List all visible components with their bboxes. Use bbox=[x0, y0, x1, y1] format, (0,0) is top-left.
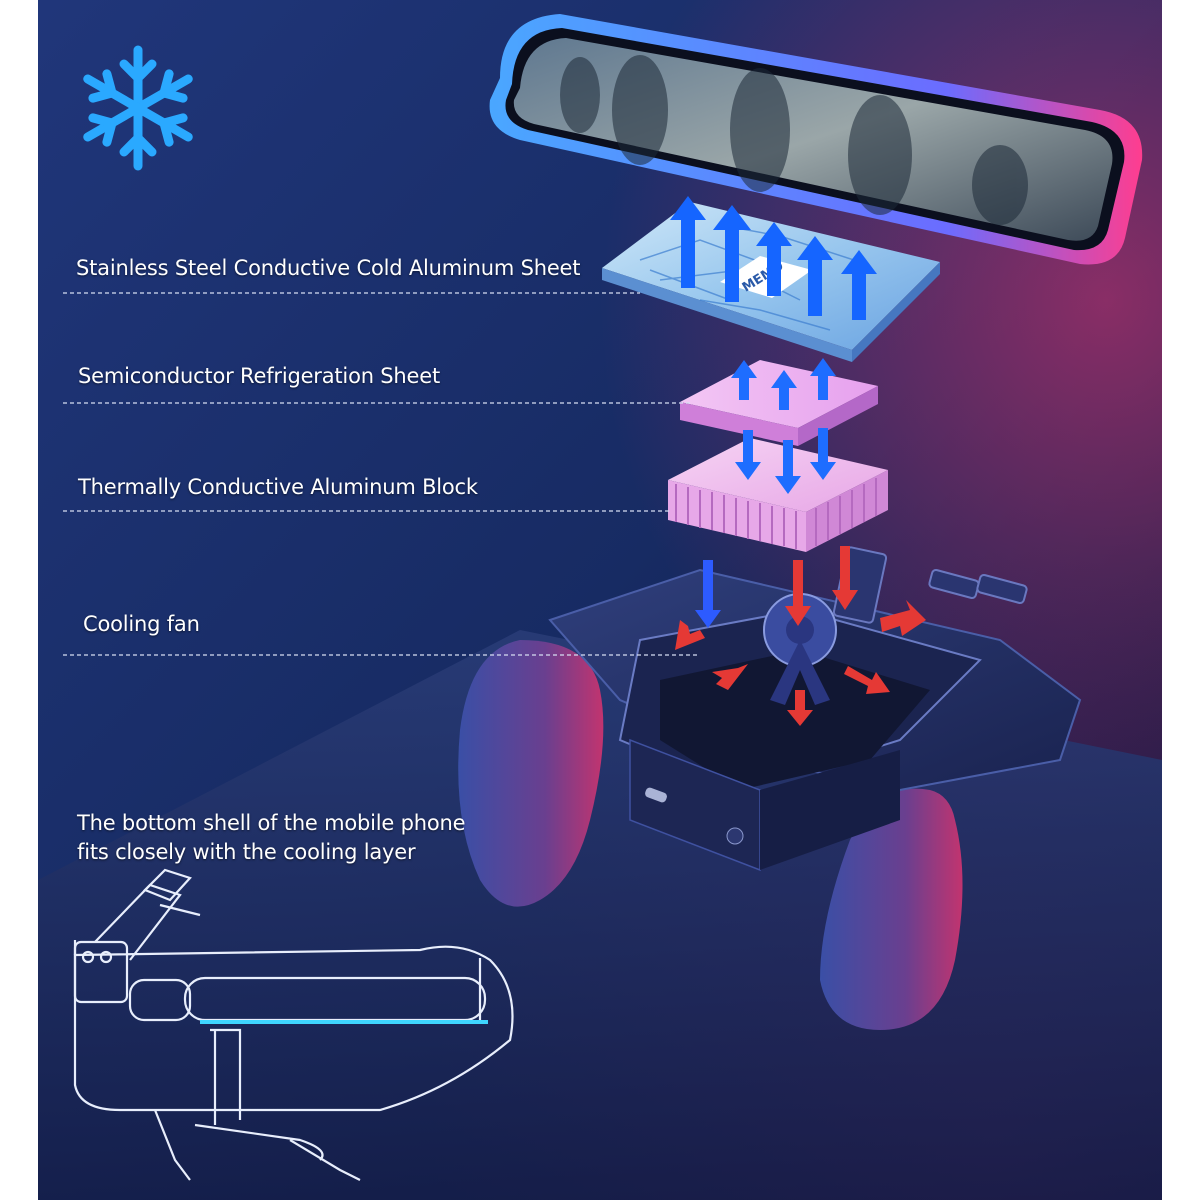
up-arrow-icon bbox=[731, 358, 836, 410]
label-semiconductor-sheet: Semiconductor Refrigeration Sheet bbox=[78, 364, 441, 388]
label-aluminum-block: Thermally Conductive Aluminum Block bbox=[78, 475, 478, 499]
leader-lines bbox=[63, 292, 700, 656]
cross-section-diagram bbox=[73, 868, 514, 1181]
down-arrow-icon bbox=[695, 546, 858, 628]
down-arrow-icon bbox=[735, 428, 836, 494]
label-bottom-shell-line2: fits closely with the cooling layer bbox=[77, 840, 416, 864]
phone-illustration bbox=[489, 14, 1143, 265]
heat-arrow-icon bbox=[675, 600, 926, 726]
label-stainless-sheet: Stainless Steel Conductive Cold Aluminum… bbox=[76, 256, 581, 280]
up-arrow-icon bbox=[670, 196, 877, 320]
label-bottom-shell-line1: The bottom shell of the mobile phone bbox=[77, 811, 466, 835]
label-cooling-fan: Cooling fan bbox=[83, 612, 200, 636]
aluminum-block bbox=[668, 438, 888, 552]
snowflake-icon bbox=[83, 45, 193, 171]
